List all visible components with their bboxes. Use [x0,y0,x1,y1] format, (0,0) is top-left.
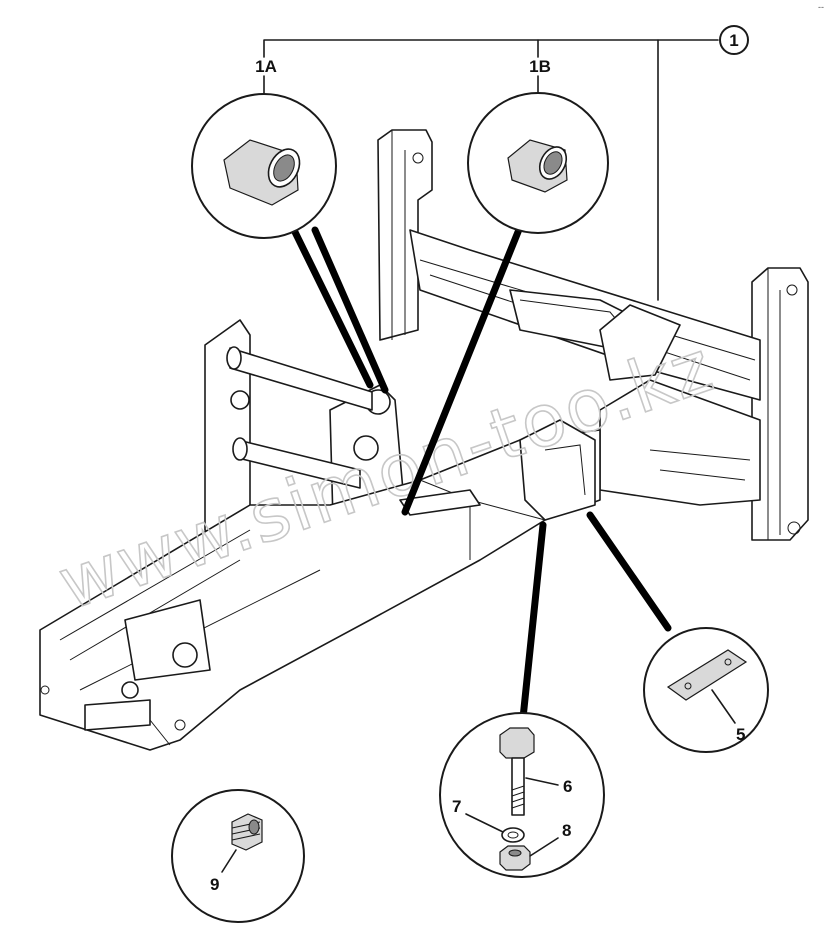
detail-bush-a [191,93,337,239]
callout-bush-a: 1A [255,57,277,76]
assembly-callout-circle [719,25,749,55]
callout-assembly: 1 [729,31,738,50]
callout-washer: 7 [452,797,461,816]
corner-mark: -- [818,2,824,12]
callout-bush-b: 1B [529,57,551,76]
callout-bolt: 6 [563,777,572,796]
leader-lines [291,218,672,722]
main-frame [39,129,809,751]
detail-plug: 9 [171,789,305,923]
detail-plate: 5 [643,627,769,753]
detail-bush-b [467,92,609,234]
callout-nut: 8 [562,821,571,840]
callout-tree-assembly: 1 1A 1B [255,25,749,301]
detail-fasteners: 6 7 8 [439,712,605,878]
callout-plug: 9 [210,875,219,894]
callout-plate: 5 [736,725,745,744]
